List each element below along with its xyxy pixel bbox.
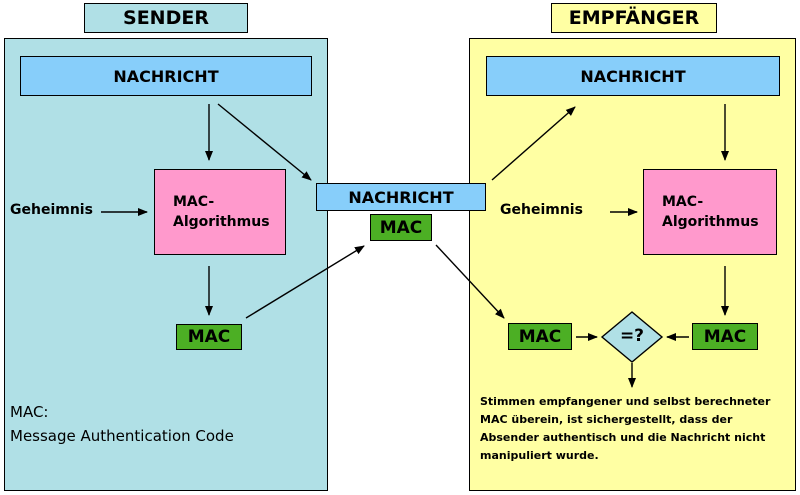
receiver-title: EMPFÄNGER — [551, 3, 717, 33]
sender-algorithm-line-2: Algorithmus — [173, 214, 270, 230]
footnote-definition: Message Authentication Code — [10, 427, 234, 445]
sender-mac-box: MAC — [176, 324, 242, 350]
arrow-channel-to-receiver-message — [491, 106, 576, 181]
sender-algorithm-line-1: MAC- — [173, 194, 215, 210]
receiver-note: Stimmen empfangener und selbst berechnet… — [480, 393, 770, 465]
compare-diamond — [600, 311, 664, 363]
receiver-panel — [469, 38, 796, 491]
sender-title: SENDER — [84, 3, 248, 33]
receiver-secret-label: Geheimnis — [500, 202, 583, 218]
receiver-algorithm-line-2: Algorithmus — [662, 214, 759, 230]
channel-message-box: NACHRICHT — [316, 183, 486, 211]
footnote-term: MAC: — [10, 403, 49, 421]
receiver-computed-mac-box: MAC — [692, 323, 758, 350]
sender-panel — [4, 38, 328, 491]
compare-label: =? — [619, 326, 645, 346]
note-line-2: MAC überein, ist sichergestellt, dass de… — [480, 413, 733, 426]
channel-mac-box: MAC — [370, 214, 432, 241]
note-line-1: Stimmen empfangener und selbst berechnet… — [480, 395, 771, 408]
receiver-received-mac-box: MAC — [508, 323, 572, 350]
sender-message-box: NACHRICHT — [20, 56, 312, 96]
note-line-4: manipuliert wurde. — [480, 449, 599, 462]
arrow-mac-to-channel — [245, 245, 365, 319]
receiver-algorithm-line-1: MAC- — [662, 194, 704, 210]
sender-mac-algorithm-box: MAC- Algorithmus — [154, 169, 286, 255]
arrow-channel-mac-to-receiver — [435, 244, 505, 319]
arrow-message-to-channel — [217, 103, 312, 181]
sender-secret-label: Geheimnis — [10, 202, 93, 218]
note-line-3: Absender authentisch und die Nachricht n… — [480, 431, 766, 444]
sender-footnote: MAC: Message Authentication Code — [10, 400, 234, 448]
receiver-mac-algorithm-box: MAC- Algorithmus — [643, 169, 777, 255]
receiver-message-box: NACHRICHT — [486, 56, 780, 96]
